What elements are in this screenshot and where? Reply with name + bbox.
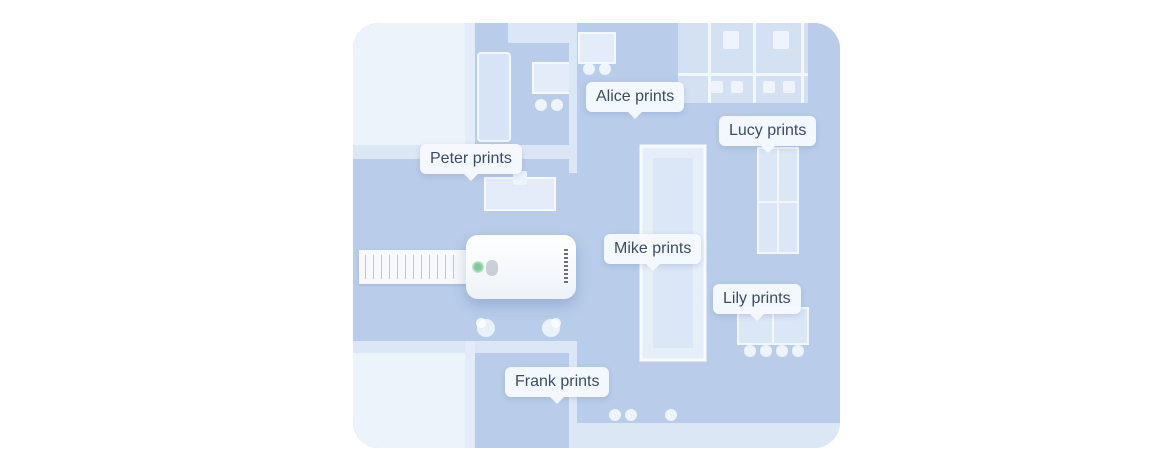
label-mike-prints: Mike prints xyxy=(604,234,702,271)
chair xyxy=(551,99,563,111)
chair xyxy=(744,345,756,357)
wall-corridor-bottom xyxy=(353,341,575,353)
room-top-left xyxy=(353,23,465,145)
plant-icon xyxy=(542,318,561,337)
wall-center xyxy=(569,23,577,173)
chair xyxy=(763,81,775,93)
chair xyxy=(583,63,595,75)
label-peter-prints: Peter prints xyxy=(420,144,522,181)
desks-bottom xyxy=(575,423,840,448)
partition xyxy=(758,201,798,203)
chair xyxy=(513,171,527,185)
chair xyxy=(535,99,547,111)
plant-icon xyxy=(476,318,495,337)
sofa xyxy=(477,52,511,142)
receipt-lines xyxy=(365,255,461,279)
printer-brand-mark xyxy=(564,249,568,283)
printer-button-icon xyxy=(486,260,498,276)
partition xyxy=(678,73,808,76)
label-lily-prints: Lily prints xyxy=(713,284,801,321)
chair xyxy=(711,81,723,93)
chair xyxy=(792,345,804,357)
desk-alice xyxy=(532,62,574,94)
label-lucy-prints: Lucy prints xyxy=(719,116,817,153)
chair xyxy=(783,81,795,93)
chair xyxy=(625,409,637,421)
office-floor-plan-card: Alice prints Lucy prints Peter prints Mi… xyxy=(353,23,840,448)
partition xyxy=(801,23,804,103)
desk-center xyxy=(578,32,616,64)
wall-vertical xyxy=(465,23,475,145)
partition xyxy=(772,308,774,344)
chair xyxy=(599,63,611,75)
partition xyxy=(753,23,756,103)
partition xyxy=(777,148,779,253)
chair xyxy=(731,81,743,93)
chair xyxy=(723,31,739,49)
chair xyxy=(760,345,772,357)
printer-logo-icon xyxy=(472,261,484,273)
printed-receipt xyxy=(359,250,467,284)
chair xyxy=(776,345,788,357)
label-frank-prints: Frank prints xyxy=(505,367,610,404)
desk-top xyxy=(508,23,572,43)
chair xyxy=(665,409,677,421)
printer-icon xyxy=(466,235,576,299)
label-alice-prints: Alice prints xyxy=(586,82,685,119)
wall-vertical xyxy=(465,341,475,448)
partition xyxy=(708,23,711,103)
chair xyxy=(609,409,621,421)
chair xyxy=(773,31,789,49)
room-bottom-left xyxy=(353,353,465,448)
